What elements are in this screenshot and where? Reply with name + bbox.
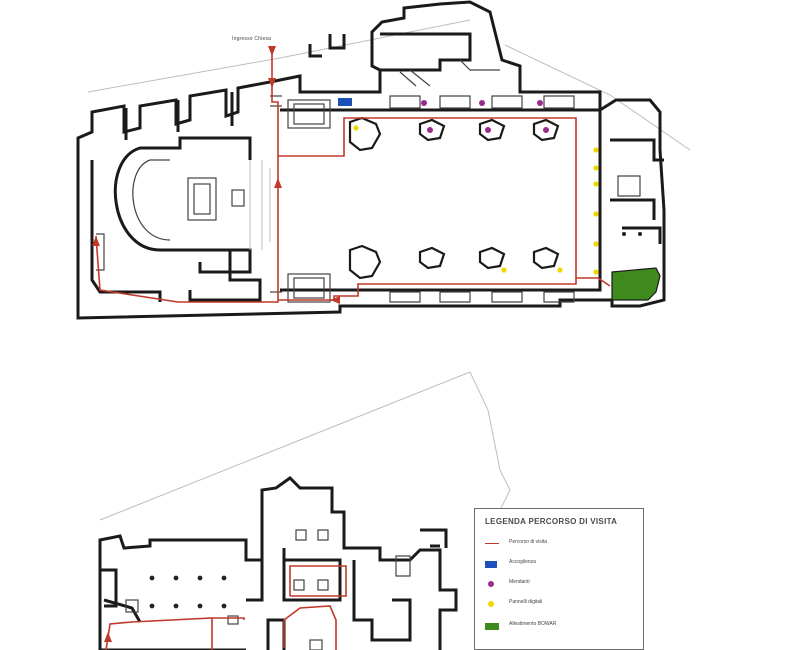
yellow-dot-icon — [488, 601, 494, 607]
visit-route-upper — [95, 50, 611, 303]
legend-label: Mendanti — [509, 579, 530, 585]
legend-label: Pannelli digitali — [509, 599, 543, 605]
legend-title: LEGENDA PERCORSO DI VISITA — [485, 517, 618, 526]
legend-item-visit-route: Percorso di visita — [485, 539, 635, 549]
upper-floor-plan — [76, 0, 691, 320]
lower-floor-plan — [98, 371, 511, 650]
crypt-columns — [149, 575, 227, 609]
legend-label: Accoglienza — [509, 559, 536, 565]
purple-markers — [421, 100, 549, 133]
visit-route-lower — [105, 565, 347, 650]
exhibition-swatch-icon — [485, 623, 499, 630]
reception-swatch-icon — [485, 561, 497, 568]
legend-label: Allestimento BOWAR — [509, 621, 557, 627]
legend-item-exhibition: Allestimento BOWAR — [485, 621, 635, 631]
upper-outer-wall — [76, 0, 666, 320]
purple-dot-icon — [488, 581, 494, 587]
legend-item-reception: Accoglienza — [485, 559, 635, 569]
apse-wall — [113, 136, 252, 274]
legend-label: Percorso di visita — [509, 539, 548, 545]
legend-item-purple: Mendanti — [485, 579, 635, 589]
yellow-markers — [353, 125, 599, 275]
entrance-label: Ingresso Chiesa — [232, 36, 272, 42]
reception-marker — [338, 98, 352, 106]
legend-box: LEGENDA PERCORSO DI VISITA Percorso di v… — [474, 508, 644, 650]
route-line-icon — [485, 543, 499, 544]
exhibition-area — [611, 267, 661, 301]
legend-item-yellow: Pannelli digitali — [485, 599, 635, 609]
